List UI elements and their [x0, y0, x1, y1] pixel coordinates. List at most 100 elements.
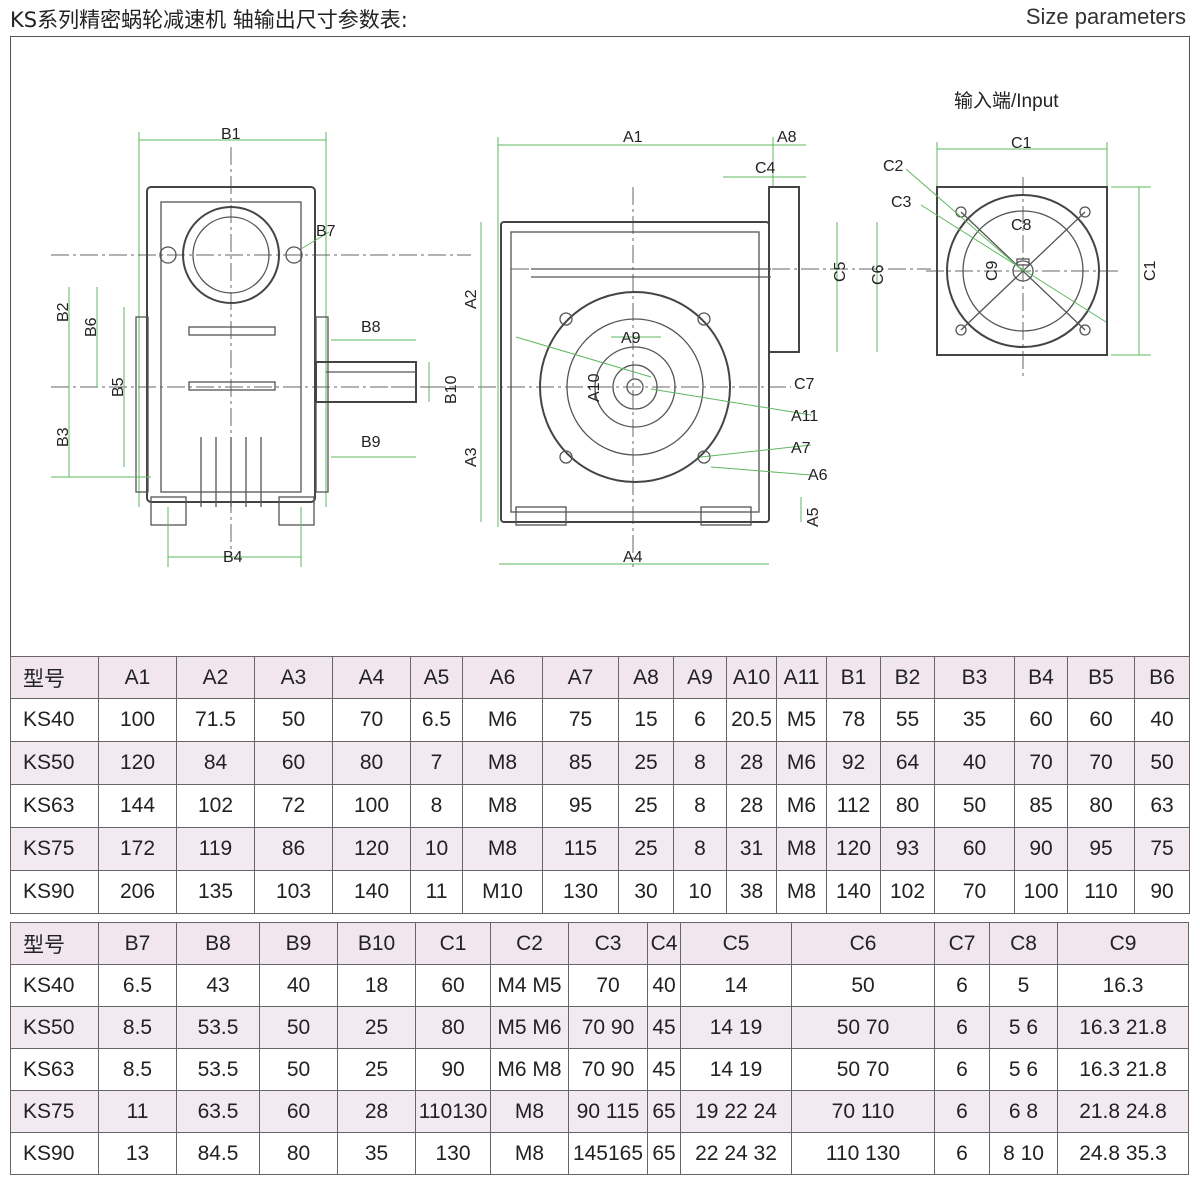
table-cell: 72 [254, 784, 333, 828]
table-cell: 40 [934, 741, 1015, 785]
table-cell: 100 [1014, 870, 1068, 914]
table-cell: 15 [618, 698, 674, 742]
label-A7: A7 [791, 440, 811, 457]
header-cell: 型号 [10, 922, 99, 965]
label-C8: C8 [1011, 217, 1032, 234]
table-cell: 95 [542, 784, 619, 828]
table-cell: 85 [542, 741, 619, 785]
table-cell: 80 [259, 1132, 338, 1175]
table-cell: 102 [176, 784, 255, 828]
label-C2: C2 [883, 158, 904, 175]
table-cell: M10 [462, 870, 543, 914]
table-cell: 60 [1014, 698, 1068, 742]
label-A6: A6 [808, 467, 828, 484]
table-cell: 70 [568, 964, 648, 1007]
table-cell: 5 6 [989, 1048, 1058, 1091]
table-cell: 50 [254, 698, 333, 742]
header-cell: A7 [542, 656, 619, 699]
model-cell: KS50 [10, 741, 99, 785]
header-cell: C8 [989, 922, 1058, 965]
drawing-svg: B1 B7 B8 B9 B4 B2 B6 B5 B3 B10 [51, 90, 1159, 567]
input-view: 输入端/Input C1 C2 C3 C8 C [883, 90, 1159, 377]
header-cell: B1 [826, 656, 881, 699]
header-cell: C2 [490, 922, 569, 965]
table-cell: 50 [259, 1048, 338, 1091]
page-title-en: Size parameters [1025, 4, 1186, 29]
table-cell: 60 [415, 964, 491, 1007]
header-cell: A2 [176, 656, 255, 699]
table-cell: 144 [98, 784, 177, 828]
header-cell: C7 [934, 922, 990, 965]
table-cell: 43 [176, 964, 260, 1007]
table-cell: M8 [490, 1090, 569, 1133]
header-cell: C9 [1057, 922, 1189, 965]
table-cell: 172 [98, 827, 177, 871]
table-cell: 30 [618, 870, 674, 914]
table-cell: 140 [332, 870, 411, 914]
header-cell: B7 [98, 922, 177, 965]
table-cell: 80 [415, 1006, 491, 1049]
table-cell: 65 [647, 1090, 681, 1133]
table-cell: 28 [337, 1090, 416, 1133]
table-cell: M5 [776, 698, 827, 742]
table-cell: 16.3 21.8 [1057, 1006, 1189, 1049]
model-cell: KS63 [10, 1048, 99, 1091]
table-cell: M5 M6 [490, 1006, 569, 1049]
table-cell: 25 [618, 741, 674, 785]
table-cell: 63 [1134, 784, 1190, 828]
table-cell: M8 [462, 741, 543, 785]
table-cell: 70 [934, 870, 1015, 914]
table-cell: 70 [332, 698, 411, 742]
table-cell: 28 [726, 784, 777, 828]
spec-table-2: 型号 B7 B8 B9 B10 C1 C2 C3 C4 C5 C6 C7 C8 … [10, 922, 1189, 1175]
label-C7: C7 [794, 376, 815, 393]
table-cell: 112 [826, 784, 881, 828]
table-cell: 70 [1014, 741, 1068, 785]
table-cell: 19 22 24 [680, 1090, 792, 1133]
table-cell: M8 [776, 870, 827, 914]
table-cell: 115 [542, 827, 619, 871]
header-cell: B5 [1067, 656, 1135, 699]
label-B10: B10 [443, 375, 460, 404]
table-cell: 5 [989, 964, 1058, 1007]
table-cell: 60 [259, 1090, 338, 1133]
table-cell: 93 [880, 827, 935, 871]
label-C3: C3 [891, 194, 912, 211]
table-cell: 8 [673, 741, 727, 785]
table-cell: 90 [415, 1048, 491, 1091]
table-cell: M6 [462, 698, 543, 742]
table-cell: 65 [647, 1132, 681, 1175]
table-cell: 103 [254, 870, 333, 914]
table-cell: 50 [1134, 741, 1190, 785]
table-cell: 40 [647, 964, 681, 1007]
table-cell: 70 90 [568, 1048, 648, 1091]
table-cell: 6 [934, 1132, 990, 1175]
table-cell: 8 [673, 784, 727, 828]
table-cell: 40 [1134, 698, 1190, 742]
table-cell: 18 [337, 964, 416, 1007]
table-cell: 80 [880, 784, 935, 828]
input-label: 输入端/Input [954, 90, 1059, 112]
header-cell: C6 [791, 922, 935, 965]
table-cell: 86 [254, 827, 333, 871]
label-B9: B9 [361, 434, 381, 451]
header-cell: B3 [934, 656, 1015, 699]
header-cell: C1 [415, 922, 491, 965]
table-cell: 6 [934, 1006, 990, 1049]
table-cell: 8.5 [98, 1048, 177, 1091]
table-cell: 70 [1067, 741, 1135, 785]
table-cell: 145165 [568, 1132, 648, 1175]
table-cell: 50 70 [791, 1006, 935, 1049]
label-B6: B6 [83, 317, 100, 337]
model-cell: KS50 [10, 1006, 99, 1049]
table-cell: 100 [98, 698, 177, 742]
label-A10: A10 [586, 373, 603, 402]
technical-drawing: B1 B7 B8 B9 B4 B2 B6 B5 B3 B10 [10, 36, 1190, 657]
table-cell: 130 [415, 1132, 491, 1175]
table-cell: 11 [410, 870, 463, 914]
table-cell: M6 [776, 784, 827, 828]
